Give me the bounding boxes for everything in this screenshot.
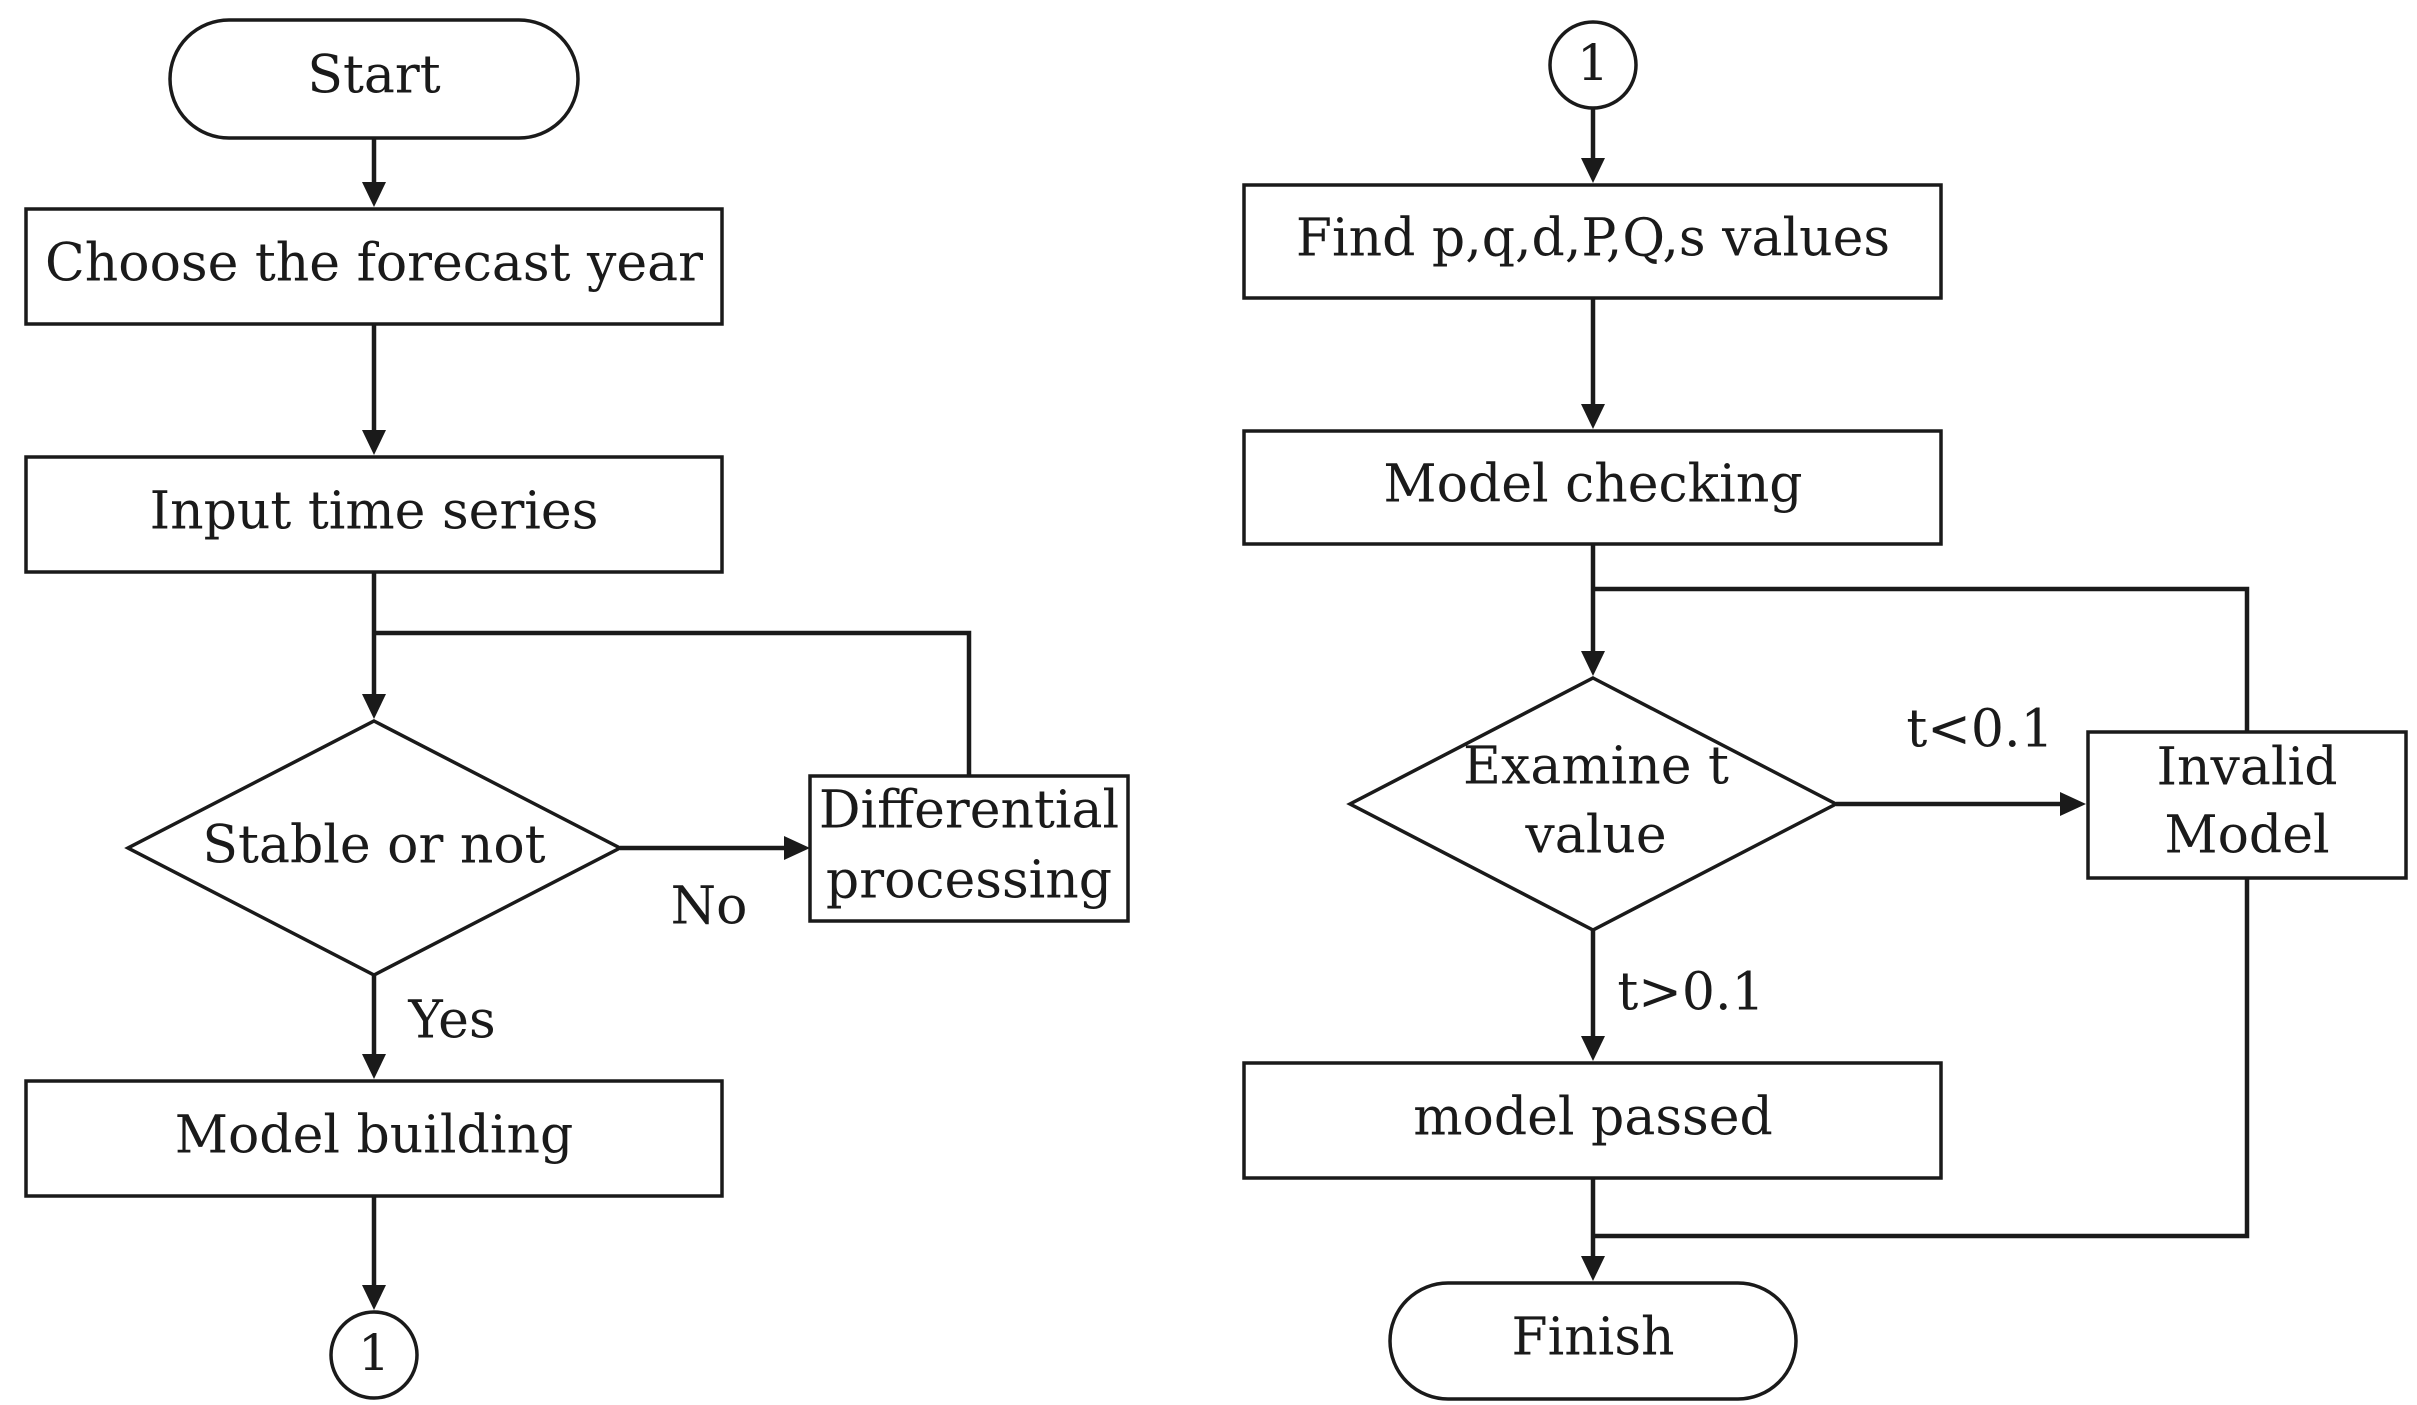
invalid-label-line1: Invalid — [2157, 738, 2338, 798]
connector-in: 1 — [1548, 20, 1638, 110]
yes-label: Yes — [407, 991, 495, 1051]
edge-examine-to-passed — [1581, 930, 1605, 1061]
edge-input-to-stable — [362, 572, 386, 719]
input-time-series-box: Input time series — [24, 455, 724, 574]
differential-processing-box: Differential processing — [808, 774, 1130, 923]
model-passed-label: model passed — [1413, 1088, 1773, 1148]
examine-label-line1: Examine t — [1463, 737, 1729, 797]
t-greater-label: t>0.1 — [1617, 963, 1764, 1023]
edge-stable-to-differential — [620, 836, 810, 860]
edge-checking-to-examine — [1581, 544, 1605, 676]
find-values-label: Find p,q,d,P,Q,s values — [1296, 209, 1890, 269]
connector-out: 1 — [329, 1310, 419, 1400]
edge-find-to-checking — [1581, 298, 1605, 429]
start-terminal: Start — [168, 18, 580, 140]
stable-decision-label: Stable or not — [202, 816, 545, 876]
model-checking-box: Model checking — [1242, 429, 1943, 546]
edge-choose-to-input — [362, 324, 386, 455]
model-passed-box: model passed — [1242, 1061, 1943, 1180]
choose-forecast-year-label: Choose the forecast year — [45, 234, 703, 294]
invalid-label-line2: Model — [2164, 806, 2329, 866]
model-building-box: Model building — [24, 1079, 724, 1198]
invalid-model-box: Invalid Model — [2086, 730, 2408, 880]
edge-connector-to-find — [1581, 108, 1605, 183]
model-building-label: Model building — [175, 1106, 574, 1166]
t-less-label: t<0.1 — [1906, 700, 2053, 760]
examine-label-line2: value — [1524, 806, 1666, 866]
edge-stable-to-model-building — [362, 975, 386, 1079]
edge-examine-to-invalid — [1836, 792, 2086, 816]
connector-out-label: 1 — [358, 1324, 390, 1382]
differential-label-line1: Differential — [819, 781, 1119, 841]
differential-label-line2: processing — [826, 851, 1112, 911]
find-values-box: Find p,q,d,P,Q,s values — [1242, 183, 1943, 300]
stable-decision-diamond: Stable or not — [124, 719, 624, 977]
finish-terminal: Finish — [1388, 1281, 1798, 1401]
choose-forecast-year-box: Choose the forecast year — [24, 207, 724, 326]
finish-label: Finish — [1511, 1308, 1674, 1368]
edge-passed-to-finish — [1581, 1178, 1605, 1281]
start-label: Start — [307, 46, 440, 106]
examine-decision-diamond: Examine t value — [1346, 676, 1840, 932]
edge-invalid-loop — [1593, 586, 2250, 732]
edge-model-building-to-connector — [362, 1196, 386, 1310]
edge-invalid-to-finish — [1593, 878, 2250, 1239]
connector-in-label: 1 — [1577, 34, 1609, 92]
input-time-series-label: Input time series — [150, 482, 599, 542]
no-label: No — [671, 877, 748, 937]
edge-start-to-choose — [362, 138, 386, 207]
edge-differential-loop — [374, 630, 972, 776]
model-checking-label: Model checking — [1383, 455, 1802, 515]
